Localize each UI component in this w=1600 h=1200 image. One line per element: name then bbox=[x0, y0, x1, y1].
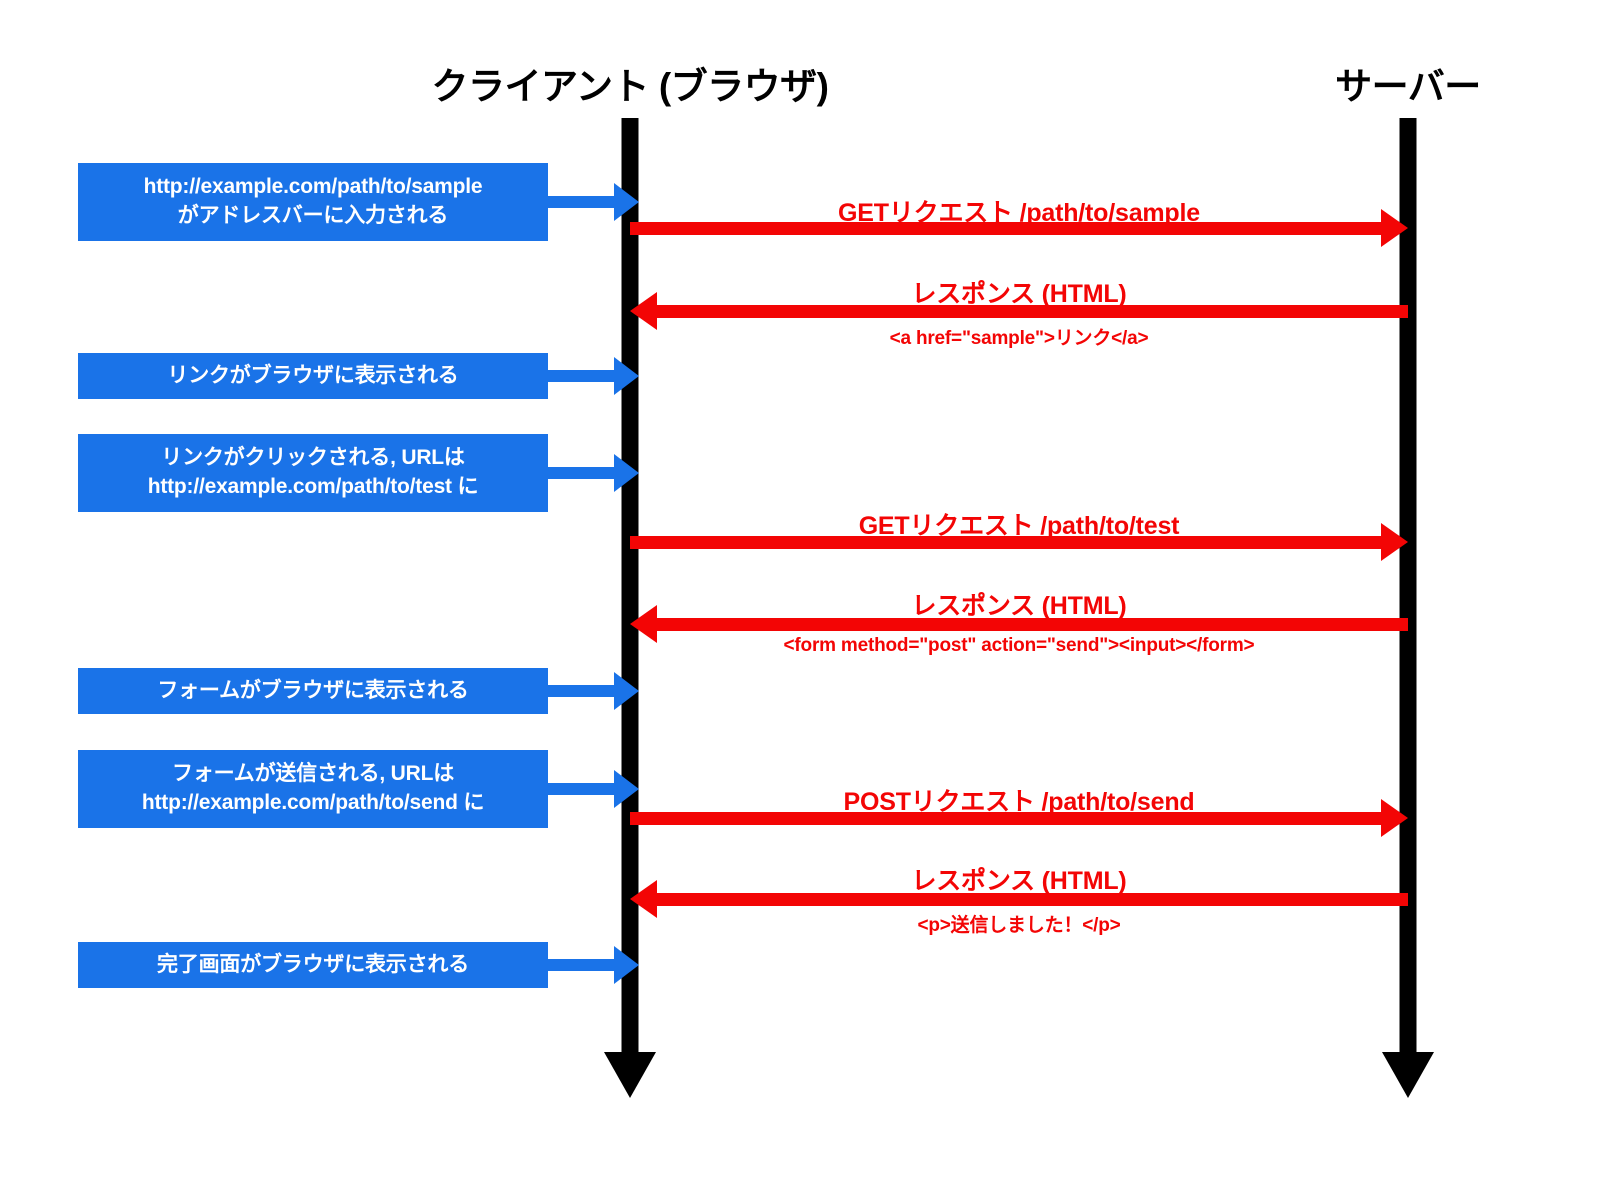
arrow-shaft bbox=[548, 685, 614, 697]
message-arrow-head-icon bbox=[1381, 209, 1408, 247]
message-line bbox=[657, 618, 1408, 631]
client-action-box: フォームが送信される, URLは http://example.com/path/… bbox=[78, 750, 548, 828]
client-lifeline-title: クライアント (ブラウザ) bbox=[431, 66, 829, 107]
message-label: レスポンス (HTML) bbox=[911, 592, 1127, 620]
message-arrow-head-icon bbox=[630, 292, 657, 330]
message-payload-snippet: <a href="sample">リンク</a> bbox=[889, 328, 1149, 349]
server-lifeline-title: サーバー bbox=[1335, 66, 1481, 107]
message-line bbox=[657, 893, 1408, 906]
arrow-shaft bbox=[548, 467, 614, 479]
message-line bbox=[630, 222, 1381, 235]
client-action-link-clicked: リンクがクリックされる, URLは http://example.com/path… bbox=[78, 434, 639, 512]
client-action-box: リンクがブラウザに表示される bbox=[78, 353, 548, 399]
client-action-text: フォームがブラウザに表示される bbox=[157, 678, 469, 702]
client-action-complete-displayed: 完了画面がブラウザに表示される bbox=[78, 942, 639, 988]
arrow-head bbox=[614, 183, 639, 221]
client-action-box: リンクがクリックされる, URLは http://example.com/path… bbox=[78, 434, 548, 512]
message-arrow-head-icon bbox=[1381, 799, 1408, 837]
client-action-text: http://example.com/path/to/test に bbox=[147, 475, 479, 498]
client-lifeline-arrow-icon bbox=[604, 1052, 656, 1098]
message-label: POSTリクエスト /path/to/send bbox=[843, 788, 1195, 816]
message-arrow-head-icon bbox=[630, 605, 657, 643]
client-action-text: リンクがブラウザに表示される bbox=[167, 363, 459, 387]
arrow-head bbox=[614, 357, 639, 395]
message-line bbox=[630, 536, 1381, 549]
arrow-head bbox=[614, 770, 639, 808]
client-action-box: http://example.com/path/to/sample がアドレスバー… bbox=[78, 163, 548, 241]
message-label: レスポンス (HTML) bbox=[911, 280, 1127, 308]
client-action-form-displayed: フォームがブラウザに表示される bbox=[78, 668, 639, 714]
arrow-shaft bbox=[548, 959, 614, 971]
client-action-form-submitted: フォームが送信される, URLは http://example.com/path/… bbox=[78, 750, 639, 828]
client-action-box: 完了画面がブラウザに表示される bbox=[78, 942, 548, 988]
arrow-head bbox=[614, 454, 639, 492]
message-payload-snippet: <p>送信しました！</p> bbox=[917, 915, 1121, 936]
message-arrow-head-icon bbox=[630, 880, 657, 918]
arrow-head bbox=[614, 946, 639, 984]
client-action-url-entered: http://example.com/path/to/sample がアドレスバー… bbox=[78, 163, 639, 241]
message-line bbox=[657, 305, 1408, 318]
client-action-text: フォームが送信される, URLは bbox=[172, 762, 454, 786]
client-action-text: http://example.com/path/to/sample bbox=[143, 175, 483, 199]
client-action-text: がアドレスバーに入力される bbox=[177, 204, 449, 227]
arrow-shaft bbox=[548, 196, 614, 208]
message-line bbox=[630, 812, 1381, 825]
client-action-text: http://example.com/path/to/send に bbox=[141, 791, 485, 814]
message-label: GETリクエスト /path/to/test bbox=[858, 512, 1180, 540]
server-lifeline-arrow-icon bbox=[1382, 1052, 1434, 1098]
client-action-box: フォームがブラウザに表示される bbox=[78, 668, 548, 714]
arrow-head bbox=[614, 672, 639, 710]
arrow-shaft bbox=[548, 370, 614, 382]
message-label: レスポンス (HTML) bbox=[911, 867, 1127, 895]
client-action-text: リンクがクリックされる, URLは bbox=[161, 446, 465, 470]
client-action-text: 完了画面がブラウザに表示される bbox=[157, 952, 469, 976]
arrow-shaft bbox=[548, 783, 614, 795]
client-action-link-displayed: リンクがブラウザに表示される bbox=[78, 353, 639, 399]
message-arrow-head-icon bbox=[1381, 523, 1408, 561]
message-payload-snippet: <form method="post" action="send"><input… bbox=[783, 635, 1255, 656]
